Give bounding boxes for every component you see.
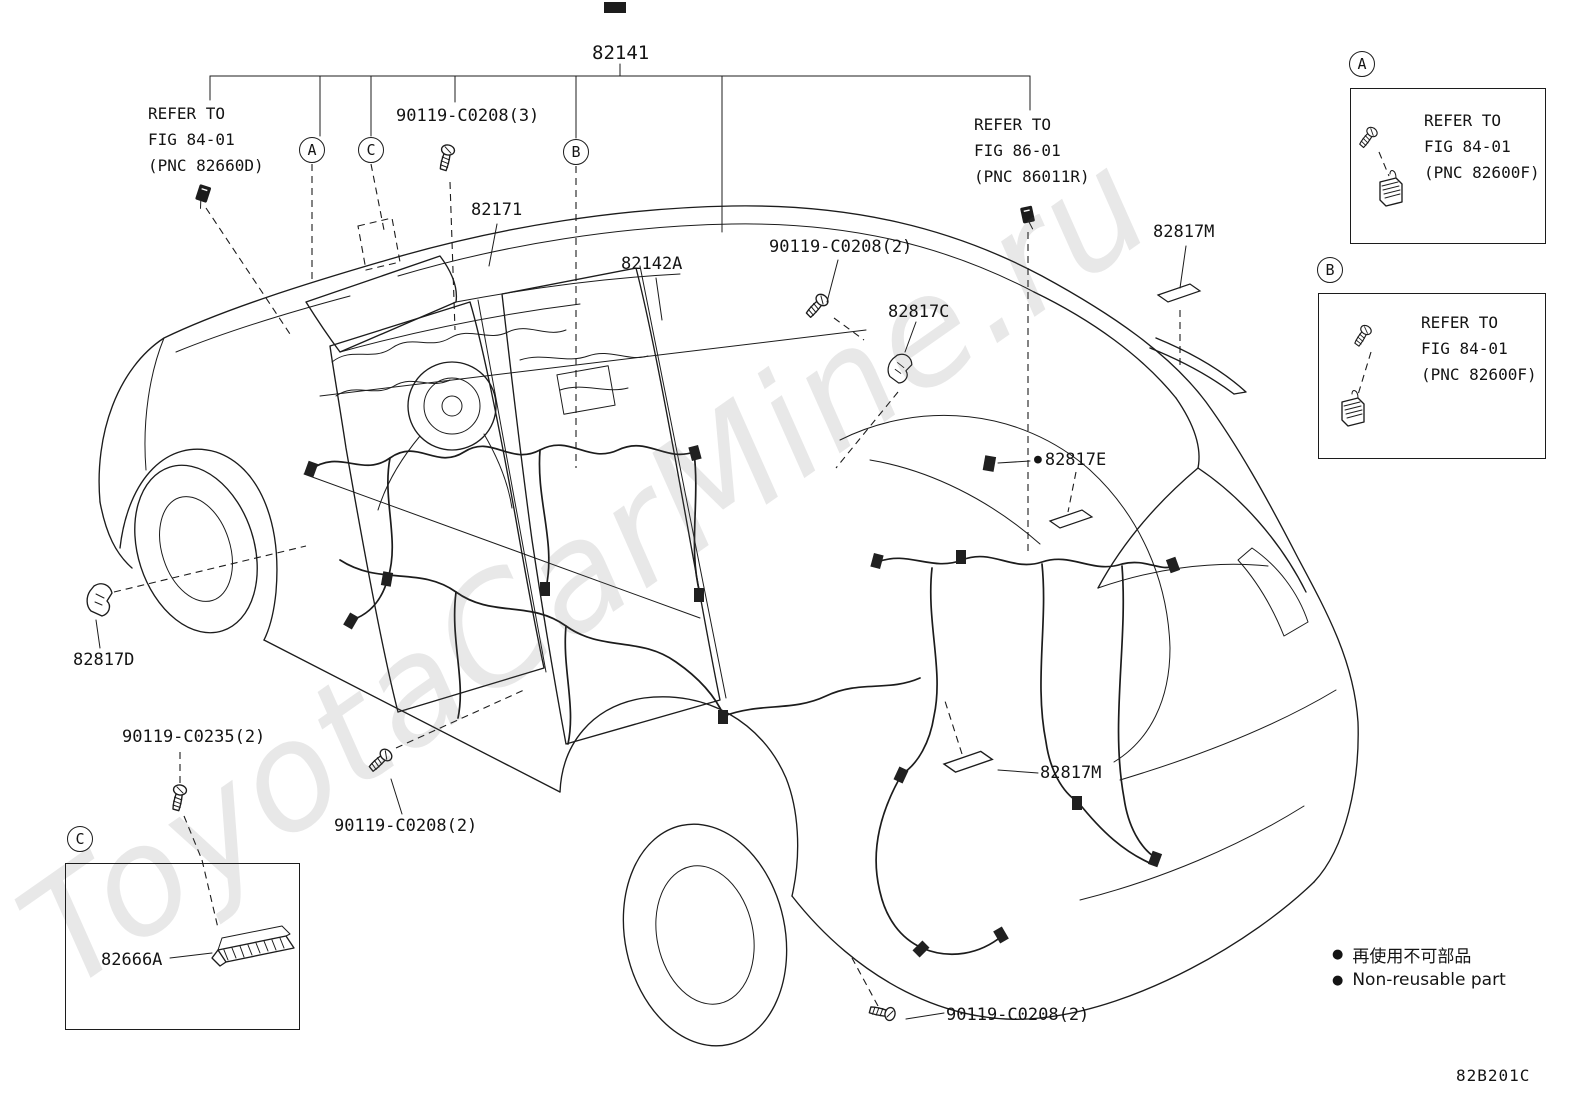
part-label-82817c[interactable]: 82817C — [888, 302, 950, 322]
refer-note-line: (PNC 82600F) — [1424, 163, 1540, 182]
callout-a-box: A — [1349, 51, 1375, 77]
refbox-a — [1350, 88, 1546, 244]
refer-note-line: (PNC 82660D) — [148, 156, 264, 175]
callout-b-box: B — [1317, 257, 1343, 283]
part-label-82817e-text: 82817E — [1044, 450, 1107, 470]
part-label-82817e[interactable]: ●82817E — [1034, 450, 1106, 470]
refer-note-line: FIG 84-01 — [1421, 339, 1508, 358]
refer-note-86011r: REFER TO FIG 86-01 (PNC 86011R) — [974, 112, 1090, 190]
refer-note-line: (PNC 82600F) — [1421, 365, 1537, 384]
box-b-connector-sketch — [1341, 390, 1365, 427]
refer-note-line: FIG 84-01 — [1424, 137, 1511, 156]
legend-jp-text: 再使用不可部品 — [1352, 947, 1472, 967]
callout-b-top: B — [563, 139, 589, 165]
refer-note-line: REFER TO — [1421, 313, 1499, 332]
clip-82817d-icon — [86, 583, 113, 617]
leader-lines — [95, 223, 1187, 1020]
screw-icons — [169, 124, 1380, 1022]
part-label-82141[interactable]: 82141 — [592, 42, 650, 64]
top-bracket — [209, 63, 1031, 233]
label-patches — [942, 283, 1202, 773]
dashed-reference-lines — [113, 151, 1390, 1007]
connector-refer2-icon — [1019, 204, 1038, 232]
refer-note-line: FIG 86-01 — [974, 141, 1061, 160]
part-label-90119-c0208-2-bottom[interactable]: 90119-C0208(2) — [946, 1005, 1090, 1025]
refer-note-line: (PNC 86011R) — [974, 167, 1090, 186]
part-82666a-sketch — [211, 925, 295, 967]
callout-c-box: C — [67, 826, 93, 852]
clip-82817c-icon — [884, 351, 915, 386]
legend-bullet-icon: ● — [1332, 947, 1344, 962]
part-label-82171[interactable]: 82171 — [471, 200, 523, 220]
part-label-90119-c0208-3[interactable]: 90119-C0208(3) — [396, 106, 540, 126]
refer-note-line: REFER TO — [1424, 111, 1502, 130]
refer-note-82600f-a: REFER TO FIG 84-01 (PNC 82600F) — [1424, 108, 1540, 186]
part-label-82142a[interactable]: 82142A — [621, 254, 683, 274]
diagram-code: 82B201C — [1456, 1066, 1531, 1085]
callout-a-top: A — [299, 137, 325, 163]
connector-refer1-icon — [192, 183, 213, 211]
car-body-outline — [98, 205, 1359, 1020]
part-label-82817d[interactable]: 82817D — [73, 650, 135, 670]
refbox-c — [65, 863, 300, 1030]
refer-note-82660d: REFER TO FIG 84-01 (PNC 82660D) — [148, 101, 264, 179]
rear-wheel — [622, 823, 788, 1047]
dashboard-cluster — [303, 328, 867, 619]
part-label-82666a[interactable]: 82666A — [101, 950, 163, 970]
part-label-82817m-bottom[interactable]: 82817M — [1040, 763, 1102, 783]
legend-non-reusable-en: ● Non-reusable part — [1332, 970, 1506, 990]
part-label-90119-c0208-2-mid[interactable]: 90119-C0208(2) — [334, 816, 478, 836]
refer-note-line: REFER TO — [974, 115, 1052, 134]
legend-en-text: Non-reusable part — [1352, 970, 1506, 990]
legend-non-reusable-jp: ● 再使用不可部品 — [1332, 942, 1471, 967]
callout-c-top: C — [358, 137, 384, 163]
refer-note-82600f-b: REFER TO FIG 84-01 (PNC 82600F) — [1421, 310, 1537, 388]
refbox-b — [1318, 293, 1546, 459]
front-wheel — [134, 464, 258, 634]
box-a-connector-sketch — [1379, 170, 1403, 207]
top-edge-mark — [604, 2, 626, 13]
part-label-82817m-top[interactable]: 82817M — [1153, 222, 1215, 242]
refer-note-line: FIG 84-01 — [148, 130, 235, 149]
refer-note-line: REFER TO — [148, 104, 226, 123]
legend-bullet-icon: ● — [1332, 972, 1344, 988]
non-reusable-bullet: ● — [1034, 452, 1042, 467]
part-label-90119-c0208-2-top[interactable]: 90119-C0208(2) — [769, 237, 913, 257]
harness-connectors — [303, 444, 1181, 958]
wiring-harnesses — [309, 444, 1175, 955]
part-label-90119-c0235-2[interactable]: 90119-C0235(2) — [122, 727, 266, 747]
